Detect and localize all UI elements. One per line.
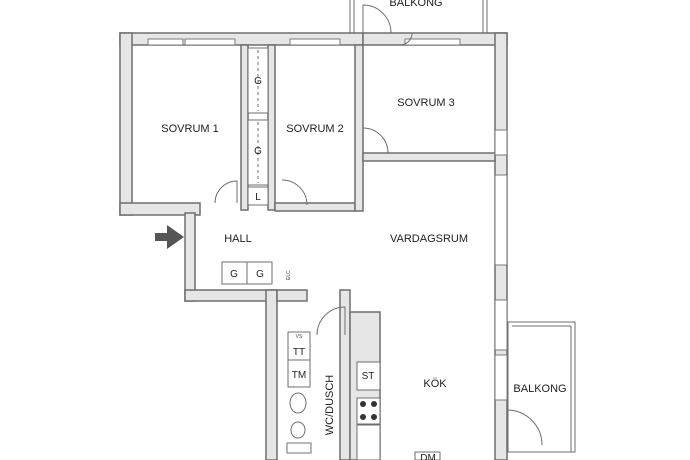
fixture-label-wardrobe-2: G <box>254 146 262 157</box>
balcony-top <box>349 0 488 33</box>
room-label-sovrum1: SOVRUM 1 <box>161 123 218 135</box>
fixture-label-electric: ELC <box>286 270 292 280</box>
fixture-label-st: ST <box>362 371 375 382</box>
doors <box>214 4 543 446</box>
room-label-sovrum3: SOVRUM 3 <box>397 97 454 109</box>
fixture-label-tt: TT <box>293 347 305 358</box>
entry-arrow-icon <box>155 225 184 249</box>
room-label-vardagsrum: VARDAGSRUM <box>390 233 468 245</box>
closets <box>247 47 269 206</box>
fixture-label-vs: VS <box>296 334 303 340</box>
fixture-label-dm: DM <box>420 453 436 460</box>
kitchen-fixtures <box>356 361 441 460</box>
room-label-wc-dusch: WC/DUSCH <box>324 375 336 436</box>
fixture-label-wardrobe-1: G <box>254 76 262 87</box>
fixture-label-hall-wardrobe-1: G <box>230 269 238 280</box>
windows <box>147 38 508 401</box>
fixture-label-tm: TM <box>292 370 306 381</box>
hall-wardrobes <box>221 261 273 285</box>
room-label-sovrum2: SOVRUM 2 <box>286 123 343 135</box>
room-label-balkong-right: BALKONG <box>513 383 566 395</box>
room-label-balkong-top: BALKONG <box>389 0 442 9</box>
fixture-label-linen: L <box>255 192 261 203</box>
fixture-label-hall-wardrobe-2: G <box>256 269 264 280</box>
wc-fixtures <box>286 331 312 454</box>
balcony-right <box>507 321 576 453</box>
room-label-kok: KÖK <box>423 378 447 390</box>
room-label-hall: HALL <box>224 233 252 245</box>
